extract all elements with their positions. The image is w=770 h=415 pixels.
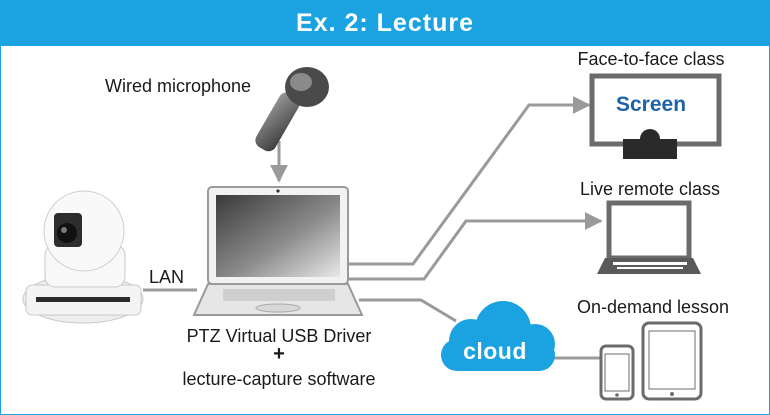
live-remote-label: Live remote class <box>580 179 720 200</box>
remote-laptop-icon <box>597 203 701 274</box>
smartphone-icon <box>601 346 633 399</box>
tablet-icon <box>643 323 701 399</box>
line-to-cloud <box>359 300 456 321</box>
arrow-to-face-to-face <box>347 105 589 264</box>
face-to-face-label: Face-to-face class <box>577 49 724 70</box>
arrow-to-live-remote <box>347 221 601 279</box>
laptop-icon <box>194 187 362 315</box>
software-label: lecture-capture software <box>182 369 375 390</box>
ptz-camera-icon <box>23 191 143 323</box>
screen-label: Screen <box>616 93 686 117</box>
microphone-label: Wired microphone <box>105 76 251 97</box>
on-demand-label: On-demand lesson <box>577 297 729 318</box>
lan-label: LAN <box>149 267 184 288</box>
classroom-screen-icon <box>592 76 719 159</box>
plus-sign: + <box>273 344 285 364</box>
wired-microphone-icon <box>252 67 329 154</box>
cloud-label: cloud <box>463 338 527 365</box>
